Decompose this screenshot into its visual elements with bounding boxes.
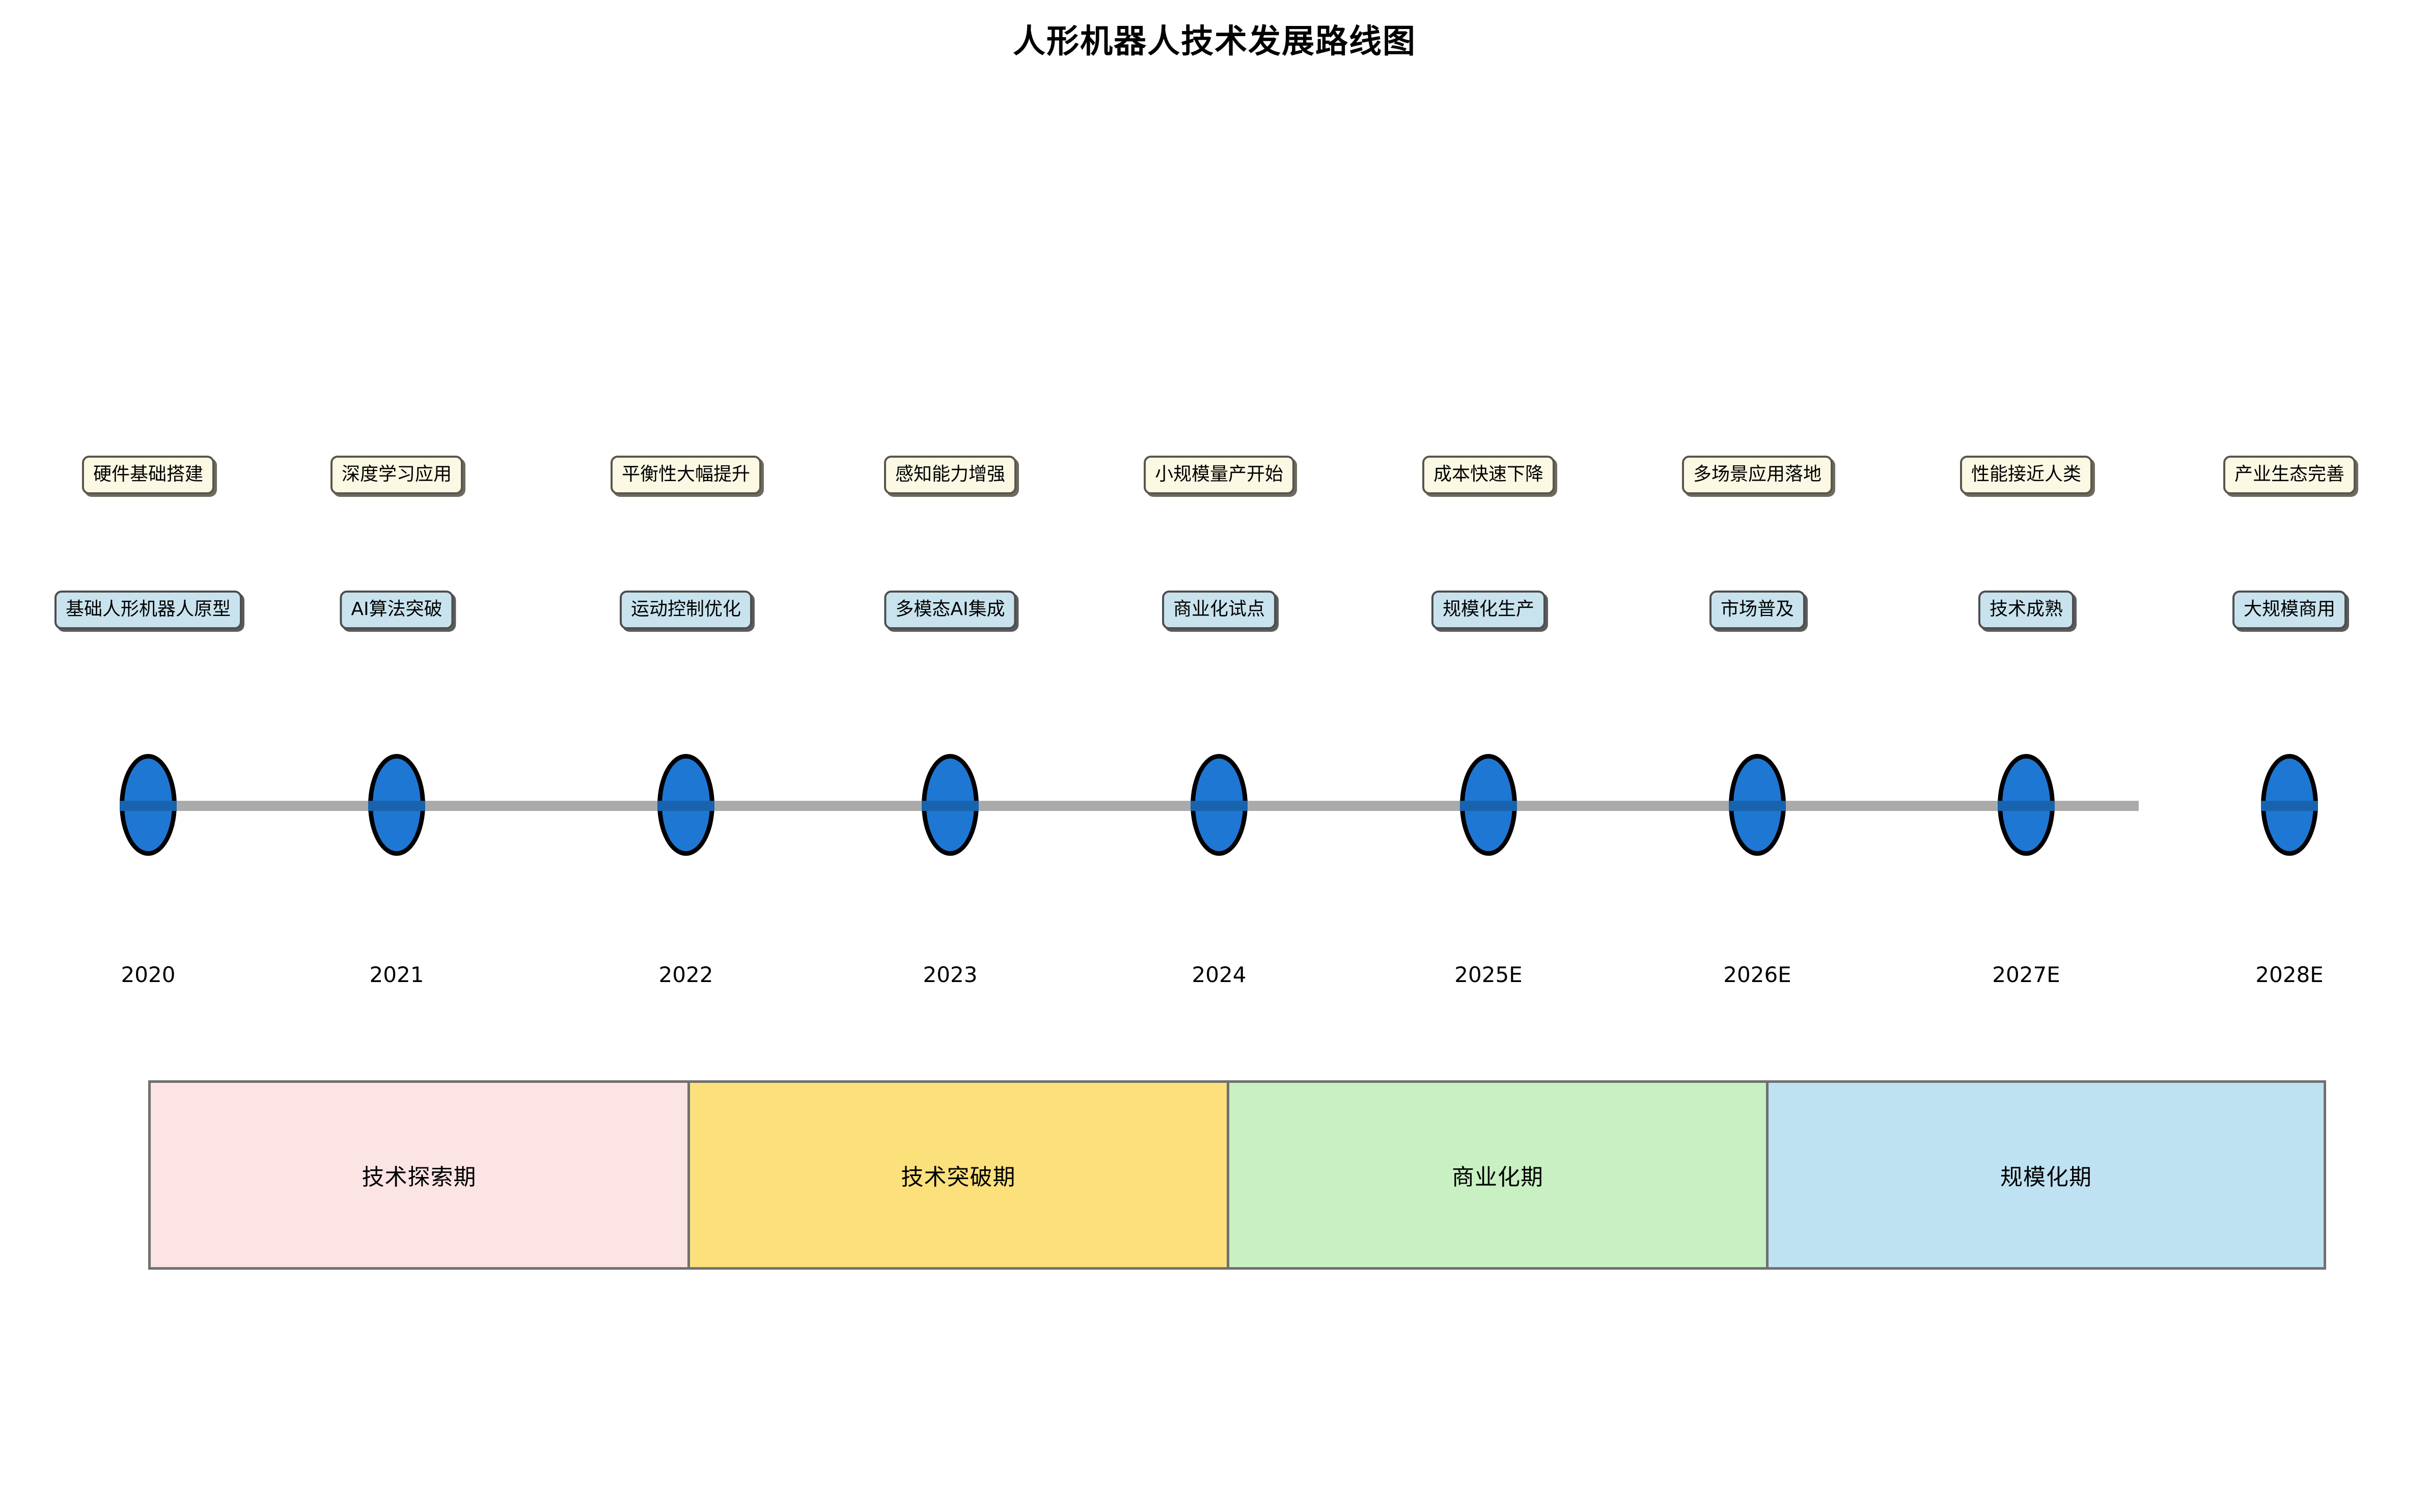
capability-chip: 感知能力增强: [884, 456, 1017, 494]
milestone-chip: 规模化生产: [1431, 591, 1546, 629]
phase-label: 规模化期: [2000, 1164, 2092, 1190]
marker-line-overlap: [1729, 801, 1786, 811]
capability-chip: 成本快速下降: [1422, 456, 1555, 494]
capability-chip: 多场景应用落地: [1681, 456, 1833, 494]
milestone-chip: AI算法突破: [340, 591, 454, 629]
capability-chip: 硬件基础搭建: [81, 456, 215, 494]
milestone-chip: 基础人形机器人原型: [54, 591, 242, 629]
phase-band-breakthrough[interactable]: 技术突破期: [687, 1080, 1229, 1270]
milestone-chip: 商业化试点: [1162, 591, 1277, 629]
phase-label: 技术突破期: [901, 1164, 1016, 1190]
year-tick-label: 2023: [923, 962, 978, 987]
year-tick-label: 2024: [1192, 962, 1247, 987]
marker-line-overlap: [120, 801, 177, 811]
phase-bar: 技术探索期 技术突破期 商业化期 规模化期: [148, 1080, 2326, 1270]
marker-line-overlap: [922, 801, 979, 811]
milestone-chip: 运动控制优化: [619, 591, 753, 629]
milestone-chip: 大规模商用: [2232, 591, 2347, 629]
milestone-chip: 多模态AI集成: [884, 591, 1016, 629]
phase-band-commercialization[interactable]: 商业化期: [1227, 1080, 1769, 1270]
milestone-chip: 市场普及: [1709, 591, 1806, 629]
marker-line-overlap: [657, 801, 714, 811]
capability-chip: 平衡性大幅提升: [610, 456, 762, 494]
marker-line-overlap: [1460, 801, 1517, 811]
year-tick-label: 2027E: [1992, 962, 2060, 987]
phase-label: 商业化期: [1452, 1164, 1543, 1190]
year-tick-label: 2026E: [1723, 962, 1791, 987]
timeline-axis-line: [148, 801, 2139, 811]
page-title: 人形机器人技术发展路线图: [1013, 23, 1416, 61]
capability-chip: 小规模量产开始: [1143, 456, 1295, 494]
year-tick-label: 2028E: [2255, 962, 2324, 987]
capability-chip: 产业生态完善: [2223, 456, 2356, 494]
year-tick-label: 2025E: [1454, 962, 1523, 987]
phase-band-scaling[interactable]: 规模化期: [1766, 1080, 2326, 1270]
year-tick-label: 2022: [658, 962, 713, 987]
milestone-chip: 技术成熟: [1978, 591, 2075, 629]
year-tick-label: 2020: [121, 962, 176, 987]
phase-label: 技术探索期: [362, 1164, 477, 1190]
marker-line-overlap: [2261, 801, 2318, 811]
marker-line-overlap: [1191, 801, 1248, 811]
marker-line-overlap: [368, 801, 425, 811]
marker-line-overlap: [1998, 801, 2055, 811]
year-tick-label: 2021: [369, 962, 424, 987]
phase-band-exploration[interactable]: 技术探索期: [148, 1080, 690, 1270]
capability-chip: 深度学习应用: [330, 456, 463, 494]
capability-chip: 性能接近人类: [1959, 456, 2093, 494]
